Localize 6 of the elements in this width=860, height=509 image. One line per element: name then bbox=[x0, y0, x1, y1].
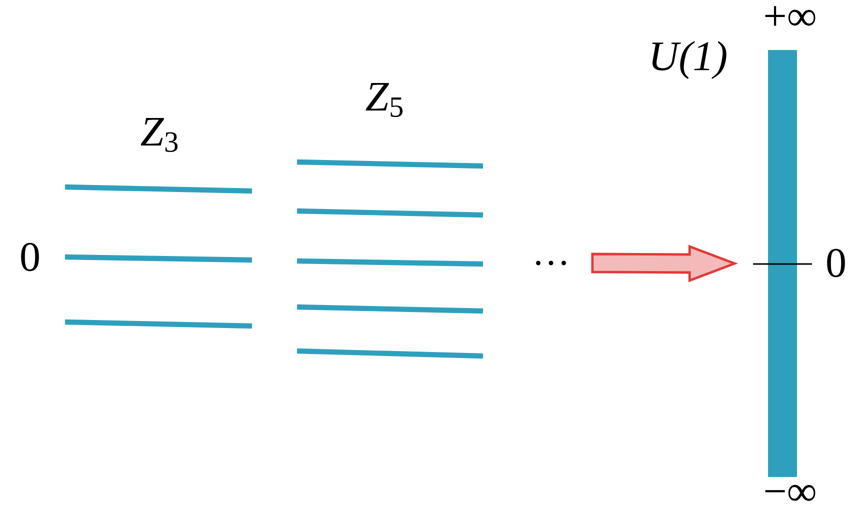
bar-label: U(1) bbox=[652, 40, 726, 80]
group-label: Z$_{5}$ bbox=[366, 83, 403, 117]
axis-label: 0 bbox=[21, 242, 39, 272]
ellipsis: … bbox=[536, 260, 566, 266]
block-arrow bbox=[591, 244, 738, 282]
group-label: Z$_{3}$ bbox=[140, 118, 178, 152]
